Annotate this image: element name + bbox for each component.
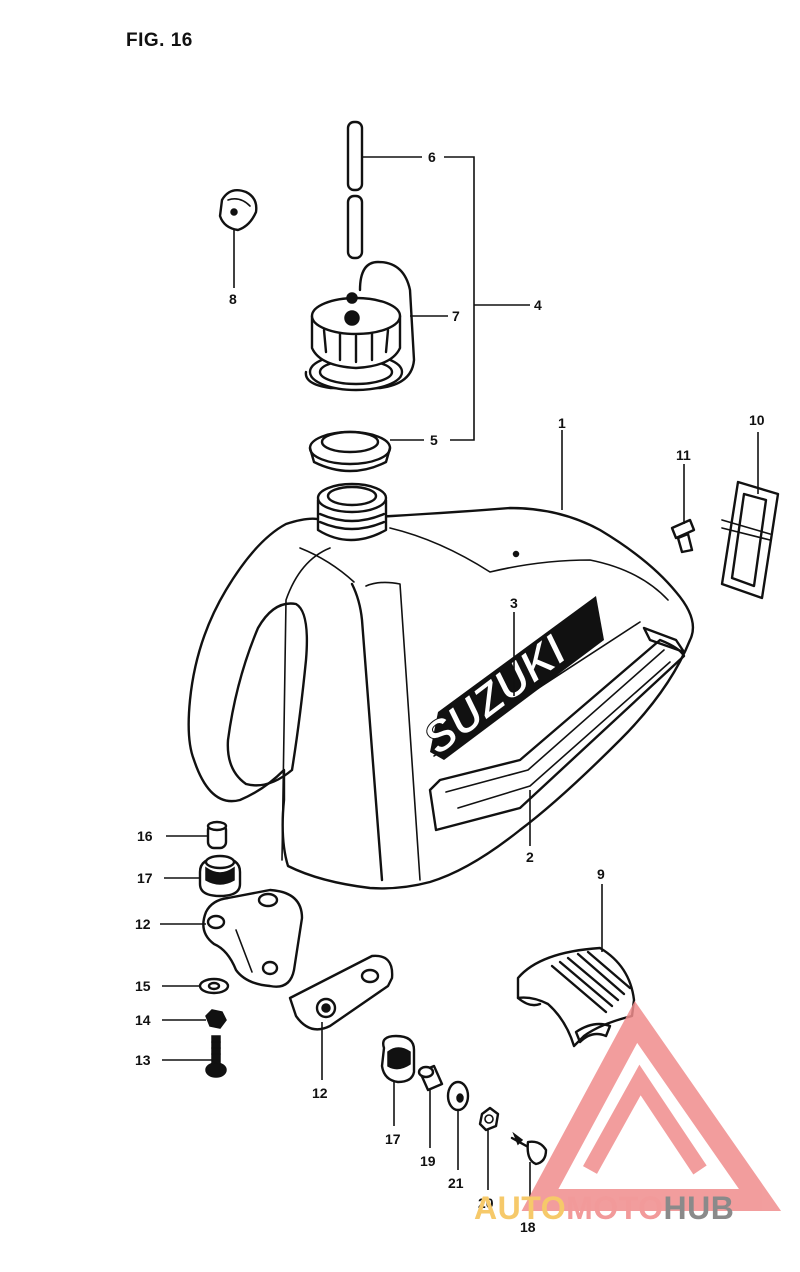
callout-8: 8: [229, 291, 237, 307]
part-21-washer: [446, 1080, 470, 1112]
callout-5: 5: [430, 432, 438, 448]
part-16-collar: [206, 820, 228, 850]
watermark-hub: HUB: [663, 1190, 735, 1226]
part-1-fuel-tank: [187, 482, 695, 890]
callout-13: 13: [135, 1052, 151, 1068]
callout-3: 3: [510, 595, 518, 611]
part-13-bolt: [205, 1035, 227, 1078]
callout-11: 11: [676, 447, 691, 463]
callout-1: 1: [558, 415, 566, 431]
callout-12-upper: 12: [135, 916, 151, 932]
callout-4: 4: [534, 297, 542, 313]
part-14-nut: [205, 1009, 227, 1029]
callout-20: 20: [478, 1195, 494, 1211]
callout-2: 2: [526, 849, 534, 865]
part-12-bracket-upper: [202, 888, 304, 988]
part-11-bolt: [670, 518, 696, 554]
part-6-breather-tube: [346, 120, 364, 260]
part-12-bracket-lower: [288, 954, 394, 1031]
callout-15: 15: [135, 978, 151, 994]
callout-17-lower: 17: [385, 1131, 401, 1147]
callout-21: 21: [448, 1175, 464, 1191]
watermark-auto: AUTO: [474, 1190, 567, 1226]
part-10-strap: [720, 480, 780, 600]
watermark-text: AUTOMOTOHUB: [474, 1190, 734, 1227]
callout-6: 6: [428, 149, 436, 165]
part-20-nut: [478, 1106, 500, 1132]
figure-title: FIG. 16: [126, 30, 193, 51]
leader-lines: [160, 156, 759, 1214]
part-8-clip: [218, 189, 258, 232]
callout-14: 14: [135, 1012, 151, 1028]
callout-numbers: 6 4 7 5 8 1 3 2 11 10 9 16 17 12 15 14 1…: [135, 149, 765, 1235]
callout-17-upper: 17: [137, 870, 153, 886]
callout-10: 10: [749, 412, 765, 428]
callout-16: 16: [137, 828, 153, 844]
watermark-moto: MOTO: [566, 1190, 664, 1226]
callout-19: 19: [420, 1153, 436, 1169]
part-9-tank-pad: [516, 946, 636, 1048]
part-17-cushion-lower: [380, 1034, 416, 1084]
callout-12-lower: 12: [312, 1085, 328, 1101]
part-18-bolt: [510, 1131, 548, 1166]
callout-7: 7: [452, 308, 460, 324]
part-5-cap-gasket: [308, 430, 392, 473]
part-19-collar: [417, 1064, 444, 1092]
part-7-fuel-cap: [304, 260, 416, 392]
part-17-cushion-upper: [198, 854, 242, 898]
callout-18: 18: [520, 1219, 536, 1235]
part-15-washer: [198, 977, 230, 995]
callout-9: 9: [597, 866, 605, 882]
watermark-logo: [521, 1001, 782, 1211]
